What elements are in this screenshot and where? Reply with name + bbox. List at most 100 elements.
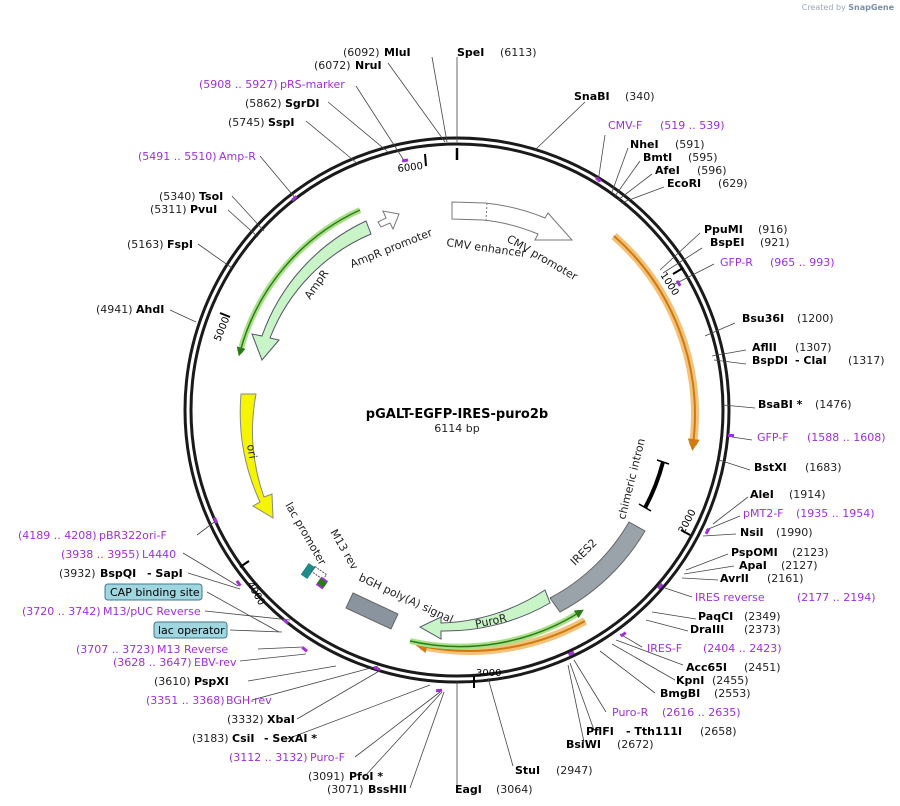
site-ppumi: PpuMI <box>704 223 743 236</box>
backbone-inner-ring <box>189 142 725 678</box>
primer-puro-r: Puro-R <box>612 706 649 719</box>
primer-bgh-rev-pos: (3351 .. 3368) <box>146 694 225 707</box>
site-ecori: EcoRI <box>667 177 701 190</box>
site-snabi: SnaBI <box>574 90 610 103</box>
site-bsu36i: Bsu36I <box>742 312 784 325</box>
site-bspei: BspEI <box>710 236 744 249</box>
site-nrui: NruI <box>355 59 382 72</box>
site-ppumi-pos: (916) <box>758 223 788 236</box>
primer-bgh-rev: BGH-rev <box>226 694 272 707</box>
label-chimeric-intron: chimeric intron <box>615 437 648 521</box>
egfp-orange-arrow <box>613 235 700 451</box>
site-acc65i-pos: (2451) <box>744 661 781 674</box>
cap-binding-site-label: CAP binding site <box>110 586 200 599</box>
primer-l4440-pos: (3938 .. 3955) <box>61 548 140 561</box>
site-fspi: FspI <box>167 238 193 251</box>
site-avrii-pos: (2161) <box>767 572 804 585</box>
site-bspqi-pos: (3932) <box>59 567 96 580</box>
site-eagi: EagI <box>455 783 482 796</box>
right-labels: SpeI (6113) SnaBI (340) CMV-F (519 .. 53… <box>455 46 886 796</box>
site-bsiwi: BsiWI <box>566 738 601 751</box>
site-bmti: BmtI <box>643 151 672 164</box>
primer-pbr322ori-f-pos: (4189 .. 4208) <box>18 529 97 542</box>
site-nhei: NheI <box>630 138 659 151</box>
primer-puro-f: Puro-F <box>310 751 345 764</box>
chimeric-intron-bar <box>643 461 665 509</box>
primer-prs-marker: pRS-marker <box>280 78 345 91</box>
ampr-promoter-arrow <box>377 210 400 231</box>
site-bstxi-pos: (1683) <box>805 461 842 474</box>
lac-operator-box <box>153 621 228 639</box>
site-tsoi-pos: (5340) <box>159 190 196 203</box>
site-clai: - ClaI <box>795 354 827 367</box>
plasmid-name: pGALT-EGFP-IRES-puro2b <box>366 407 548 422</box>
site-xbai: XbaI <box>267 713 295 726</box>
site-tsoi: TsoI <box>199 190 223 203</box>
left-labels: (6092) MluI (6072) NruI (5908 .. 5927) p… <box>18 46 411 796</box>
lac-operator-marker <box>310 565 328 581</box>
credit-line: Created by SnapGene <box>802 3 894 12</box>
site-csii-pos: (3183) <box>192 732 229 745</box>
primer-m13-puc-reverse-pos: (3720 .. 3742) <box>22 605 101 618</box>
site-sspi: SspI <box>268 116 294 129</box>
site-alei: AleI <box>750 488 774 501</box>
primer-puro-f-pos: (3112 .. 3132) <box>229 751 308 764</box>
primer-pbr322ori-f: pBR322ori-F <box>99 529 167 542</box>
site-afei: AfeI <box>655 164 680 177</box>
label-puror: PuroR <box>474 611 508 630</box>
site-paqci: PaqCI <box>698 610 733 623</box>
site-afei-pos: (596) <box>697 164 727 177</box>
site-sapi: - SapI <box>147 567 183 580</box>
site-bsshii-pos: (3071) <box>327 783 364 796</box>
credit-text: Created by <box>801 3 846 12</box>
site-bmgbi-pos: (2553) <box>714 687 751 700</box>
primer-ires-f: IRES-F <box>647 642 682 655</box>
primer-amp-r-pos: (5491 .. 5510) <box>138 150 217 163</box>
site-ahdi-pos: (4941) <box>96 303 133 316</box>
site-stui: StuI <box>515 764 540 777</box>
site-avrii: AvrII <box>720 572 749 585</box>
primer-gfp-r-pos: (965 .. 993) <box>770 256 835 269</box>
site-kpni: KpnI <box>676 674 704 687</box>
site-sspi-pos: (5745) <box>228 116 265 129</box>
primer-l4440: L4440 <box>142 548 176 561</box>
site-pspomi-pos: (2123) <box>792 546 829 559</box>
lac-operator-label: lac operator <box>158 624 225 637</box>
site-paqci-pos: (2349) <box>744 610 781 623</box>
site-nhei-pos: (591) <box>675 138 705 151</box>
site-nrui-pos: (6072) <box>314 59 351 72</box>
primer-gfp-f: GFP-F <box>757 431 789 444</box>
site-bsiwi-pos: (2672) <box>617 738 654 751</box>
site-ecori-pos: (629) <box>718 177 748 190</box>
site-kpni-pos: (2455) <box>712 674 749 687</box>
site-ahdi: AhdI <box>136 303 164 316</box>
primer-amp-r: Amp-R <box>219 150 256 163</box>
bgh-poly-a-box <box>345 592 399 630</box>
primer-prs-marker-pos: (5908 .. 5927) <box>199 78 278 91</box>
puro-orange-arrow <box>415 620 586 654</box>
primer-cmv-f: CMV-F <box>608 119 642 132</box>
label-lac-promoter: lac promoter <box>282 500 329 568</box>
site-acc65i: Acc65I <box>686 661 727 674</box>
plasmid-length: 6114 bp <box>434 422 479 435</box>
tick-label-3000: 3000 <box>476 668 501 679</box>
site-pvui: PvuI <box>190 203 217 216</box>
cap-binding-site-box <box>104 583 203 601</box>
label-m13-rev: M13 rev <box>327 527 361 572</box>
primer-ebv-rev: EBV-rev <box>194 656 237 669</box>
site-bspdi: BspDI <box>752 354 788 367</box>
site-spei: SpeI <box>457 46 484 59</box>
cmv-boundary <box>485 202 488 221</box>
primer-ires-reverse-pos: (2177 .. 2194) <box>797 591 876 604</box>
site-mlui: MluI <box>384 46 411 59</box>
site-bspei-pos: (921) <box>760 236 790 249</box>
lac-promoter-marker <box>300 562 316 580</box>
site-pfoi-pos: (3091) <box>308 770 345 783</box>
primer-gfp-f-pos: (1588 .. 1608) <box>807 431 886 444</box>
site-bmgbi: BmgBI <box>660 687 700 700</box>
site-snabi-pos: (340) <box>625 90 655 103</box>
primer-m13-reverse-pos: (3707 .. 3723) <box>76 643 155 656</box>
site-bsu36i-pos: (1200) <box>797 312 834 325</box>
site-bspqi: BspQI <box>100 567 136 580</box>
